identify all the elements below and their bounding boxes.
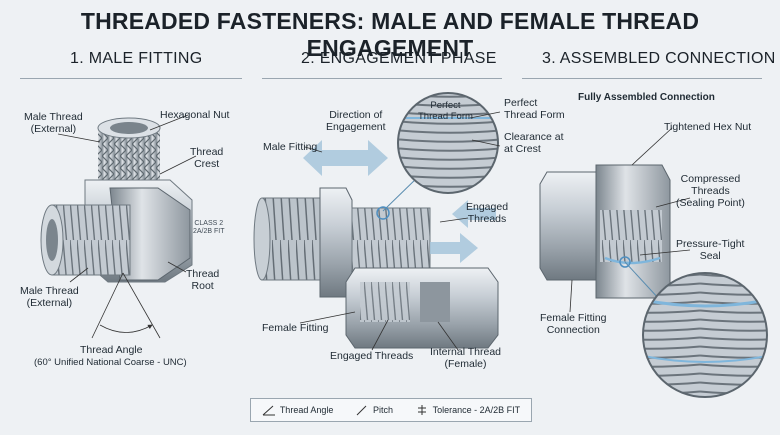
label-male-thread-external-bottom: Male Thread (External) [20, 285, 79, 309]
label-internal-thread-female: Internal Thread (Female) [430, 346, 502, 370]
label-thread-crest: Thread Crest [190, 146, 224, 170]
label-class-fit: CLASS 2 2A/2B FIT [193, 220, 225, 235]
label-thread-root: Thread Root [186, 268, 220, 292]
label-fully-assembled: Fully Assembled Connection [578, 92, 715, 103]
legend-label: Thread Angle [279, 405, 334, 415]
thread-form-zoom-circle [397, 92, 499, 194]
page-title: THREADED FASTENERS: MALE AND FEMALE THRE… [80, 8, 700, 61]
label-perfect-thread-form-inner: Perfect Thread Form [418, 100, 473, 122]
legend-label: Pitch [372, 405, 393, 415]
section-heading-engagement-phase: 2. ENGAGEMENT PHASE [301, 50, 497, 67]
pitch-icon [356, 405, 367, 416]
section-divider [20, 78, 242, 79]
label-hexagonal-nut: Hexagonal Nut [160, 109, 230, 121]
label-male-fitting: Male Fitting [263, 141, 318, 153]
label-thread-angle: Thread Angle [80, 344, 143, 356]
label-engaged-threads-right: Engaged Threads [466, 201, 509, 225]
label-direction-of-engagement: Direction of Engagement [326, 109, 386, 133]
legend: Thread Angle Pitch Tolerance - 2A/2B FIT [250, 398, 532, 422]
male-fitting-drawing [40, 117, 193, 283]
label-thread-angle-note: (60° Unified National Coarse - UNC) [34, 357, 187, 368]
section-divider [522, 78, 762, 79]
thread-angle-icon [262, 405, 275, 416]
label-engaged-threads-bottom: Engaged Threads [330, 350, 414, 362]
engagement-female-fitting [345, 267, 499, 349]
label-compressed-threads: Compressed Threads (Sealing Point) [676, 173, 745, 209]
assembled-connection-drawing [539, 164, 671, 299]
label-perfect-thread-form: Perfect Thread Form [504, 97, 565, 121]
legend-label: Tolerance - 2A/2B FIT [432, 405, 521, 415]
seal-zoom-circle [642, 272, 768, 398]
legend-item-thread-angle: Thread Angle [262, 404, 334, 416]
tolerance-icon [417, 405, 426, 415]
label-female-fitting: Female Fitting [262, 322, 329, 334]
engagement-male-fitting [253, 187, 431, 298]
legend-item-pitch: Pitch [355, 404, 393, 416]
label-male-thread-external-top: Male Thread (External) [24, 111, 83, 135]
label-pressure-tight-seal: Pressure-Tight Seal [676, 238, 745, 262]
section-heading-assembled: 3. ASSEMBLED CONNECTION [542, 50, 776, 67]
label-clearance-at-crest: Clearance at at Crest [504, 131, 564, 155]
label-female-fitting-connection: Female Fitting Connection [540, 312, 607, 336]
section-heading-male-fitting: 1. MALE FITTING [70, 50, 203, 67]
legend-item-tolerance: Tolerance - 2A/2B FIT [415, 404, 521, 416]
section-divider [262, 78, 502, 79]
label-tightened-hex-nut: Tightened Hex Nut [664, 121, 752, 133]
